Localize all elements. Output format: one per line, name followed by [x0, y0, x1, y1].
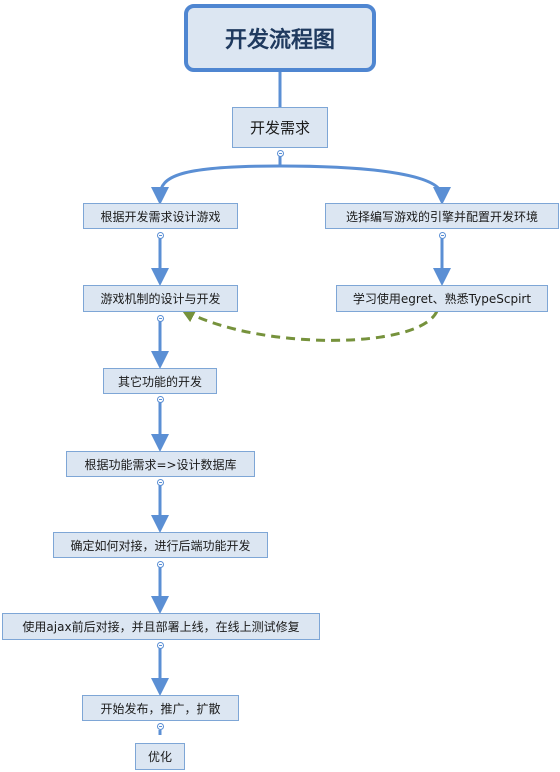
collapse-toggle-engine-setup[interactable]: [439, 232, 446, 239]
node-deploy-test[interactable]: 使用ajax前后对接，并且部署上线，在线上测试修复: [2, 613, 320, 640]
collapse-toggle-root[interactable]: [277, 150, 284, 157]
node-engine-setup[interactable]: 选择编写游戏的引擎并配置开发环境: [325, 203, 559, 229]
node-backend-dev[interactable]: 确定如何对接，进行后端功能开发: [53, 532, 268, 558]
connector-to-left-branch: [151, 164, 281, 205]
connector-to-right-branch: [279, 164, 451, 205]
dashed-link-right-to-left: [180, 308, 439, 342]
node-learn-egret[interactable]: 学习使用egret、熟悉TypeScpirt: [336, 285, 548, 312]
node-root[interactable]: 开发需求: [232, 107, 328, 148]
collapse-toggle-deploy-test[interactable]: [157, 642, 164, 649]
collapse-toggle-design-game[interactable]: [157, 232, 164, 239]
node-other-features[interactable]: 其它功能的开发: [103, 368, 217, 394]
collapse-toggle-release[interactable]: [157, 723, 164, 730]
node-design-game[interactable]: 根据开发需求设计游戏: [83, 203, 238, 229]
collapse-toggle-database-design[interactable]: [157, 479, 164, 486]
node-database-design[interactable]: 根据功能需求=>设计数据库: [66, 451, 255, 477]
collapse-toggle-game-mechanics[interactable]: [157, 315, 164, 322]
node-optimize[interactable]: 优化: [135, 743, 185, 770]
collapse-toggle-backend-dev[interactable]: [157, 561, 164, 568]
diagram-title: 开发流程图: [184, 4, 376, 72]
collapse-toggle-other-features[interactable]: [157, 396, 164, 403]
node-release[interactable]: 开始发布，推广，扩散: [82, 695, 239, 721]
node-game-mechanics[interactable]: 游戏机制的设计与开发: [83, 285, 238, 312]
